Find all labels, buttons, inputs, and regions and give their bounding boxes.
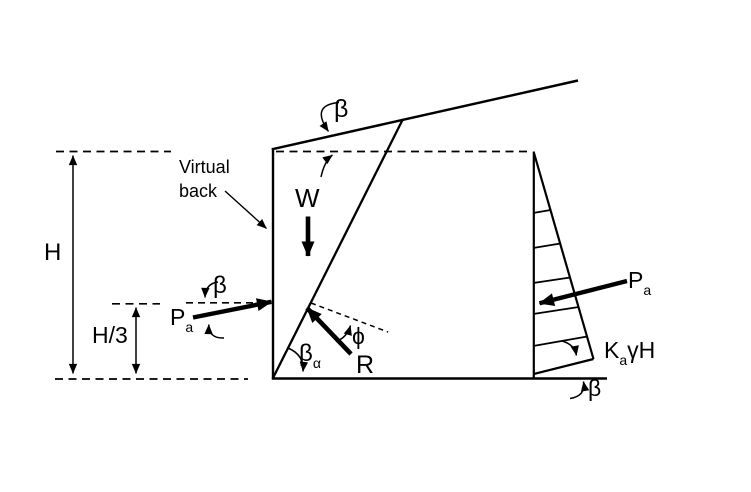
beta-pa-lower-arc-arrow [204,324,225,339]
pa-left-label-sub: a [185,319,194,335]
beta-top-upper-arc-arrow [319,101,340,132]
pressure-ordinate-label-sub: a [619,352,628,368]
pressure-triangle-base [534,357,594,375]
pressure-ordinate-label: KaγH [604,337,656,368]
beta-top-lower-arc-arrow [320,154,333,178]
pa-right-label: Pa [628,267,651,298]
phi-label: ϕ [352,323,365,349]
phi-reference-dashed-line [310,302,389,333]
beta-bottom-label: β [588,375,602,401]
beta-top-label: β [334,95,349,123]
pressure-ordinate-label-rest: γH [627,337,656,363]
phi-arc-arrow [335,325,352,343]
beta-alpha-label-sub: α [312,355,321,371]
pressure-hatch-line [533,335,588,347]
virtual-back-label-line2: back [179,181,218,202]
pressure-triangle-hypotenuse [532,152,595,360]
beta-alpha-arc-arrow [287,347,309,372]
height-label: H [44,239,62,266]
ka-gamma-h-arc-arrow [561,340,579,356]
pressure-hatch-line [533,209,551,214]
beta-bottom-arc-arrow [569,381,590,400]
beta-alpha-label: βα [299,340,321,371]
beta-pa-label: β [213,272,227,299]
beta-pa-upper-arc-arrow [201,281,219,298]
backfill-slope-line [271,79,579,151]
pressure-hatch-line [533,306,579,315]
beta-alpha-label-base: β [299,340,313,367]
weight-label: W [295,183,320,213]
virtual-back-label: Virtual back [179,155,230,204]
pa-left-arrow [192,298,273,320]
virtual-back-label-line1: Virtual [179,157,230,177]
resultant-arrow [305,306,353,356]
height-third-label: H/3 [92,322,128,348]
pa-right-arrow [538,278,628,307]
failure-plane-line [271,118,405,379]
pa-left-label-base: P [170,304,186,330]
pa-left-label: Pa [170,304,193,335]
pa-right-label-base: P [628,267,644,293]
pa-right-label-sub: a [643,282,652,298]
pressure-ordinate-label-base: K [604,337,620,363]
pressure-hatch-line [533,242,561,249]
virtual-back-leader-arrow [224,190,267,230]
pressure-hatch-lines [533,209,588,347]
pressure-hatch-line [533,276,571,284]
resultant-label: R [356,351,375,379]
